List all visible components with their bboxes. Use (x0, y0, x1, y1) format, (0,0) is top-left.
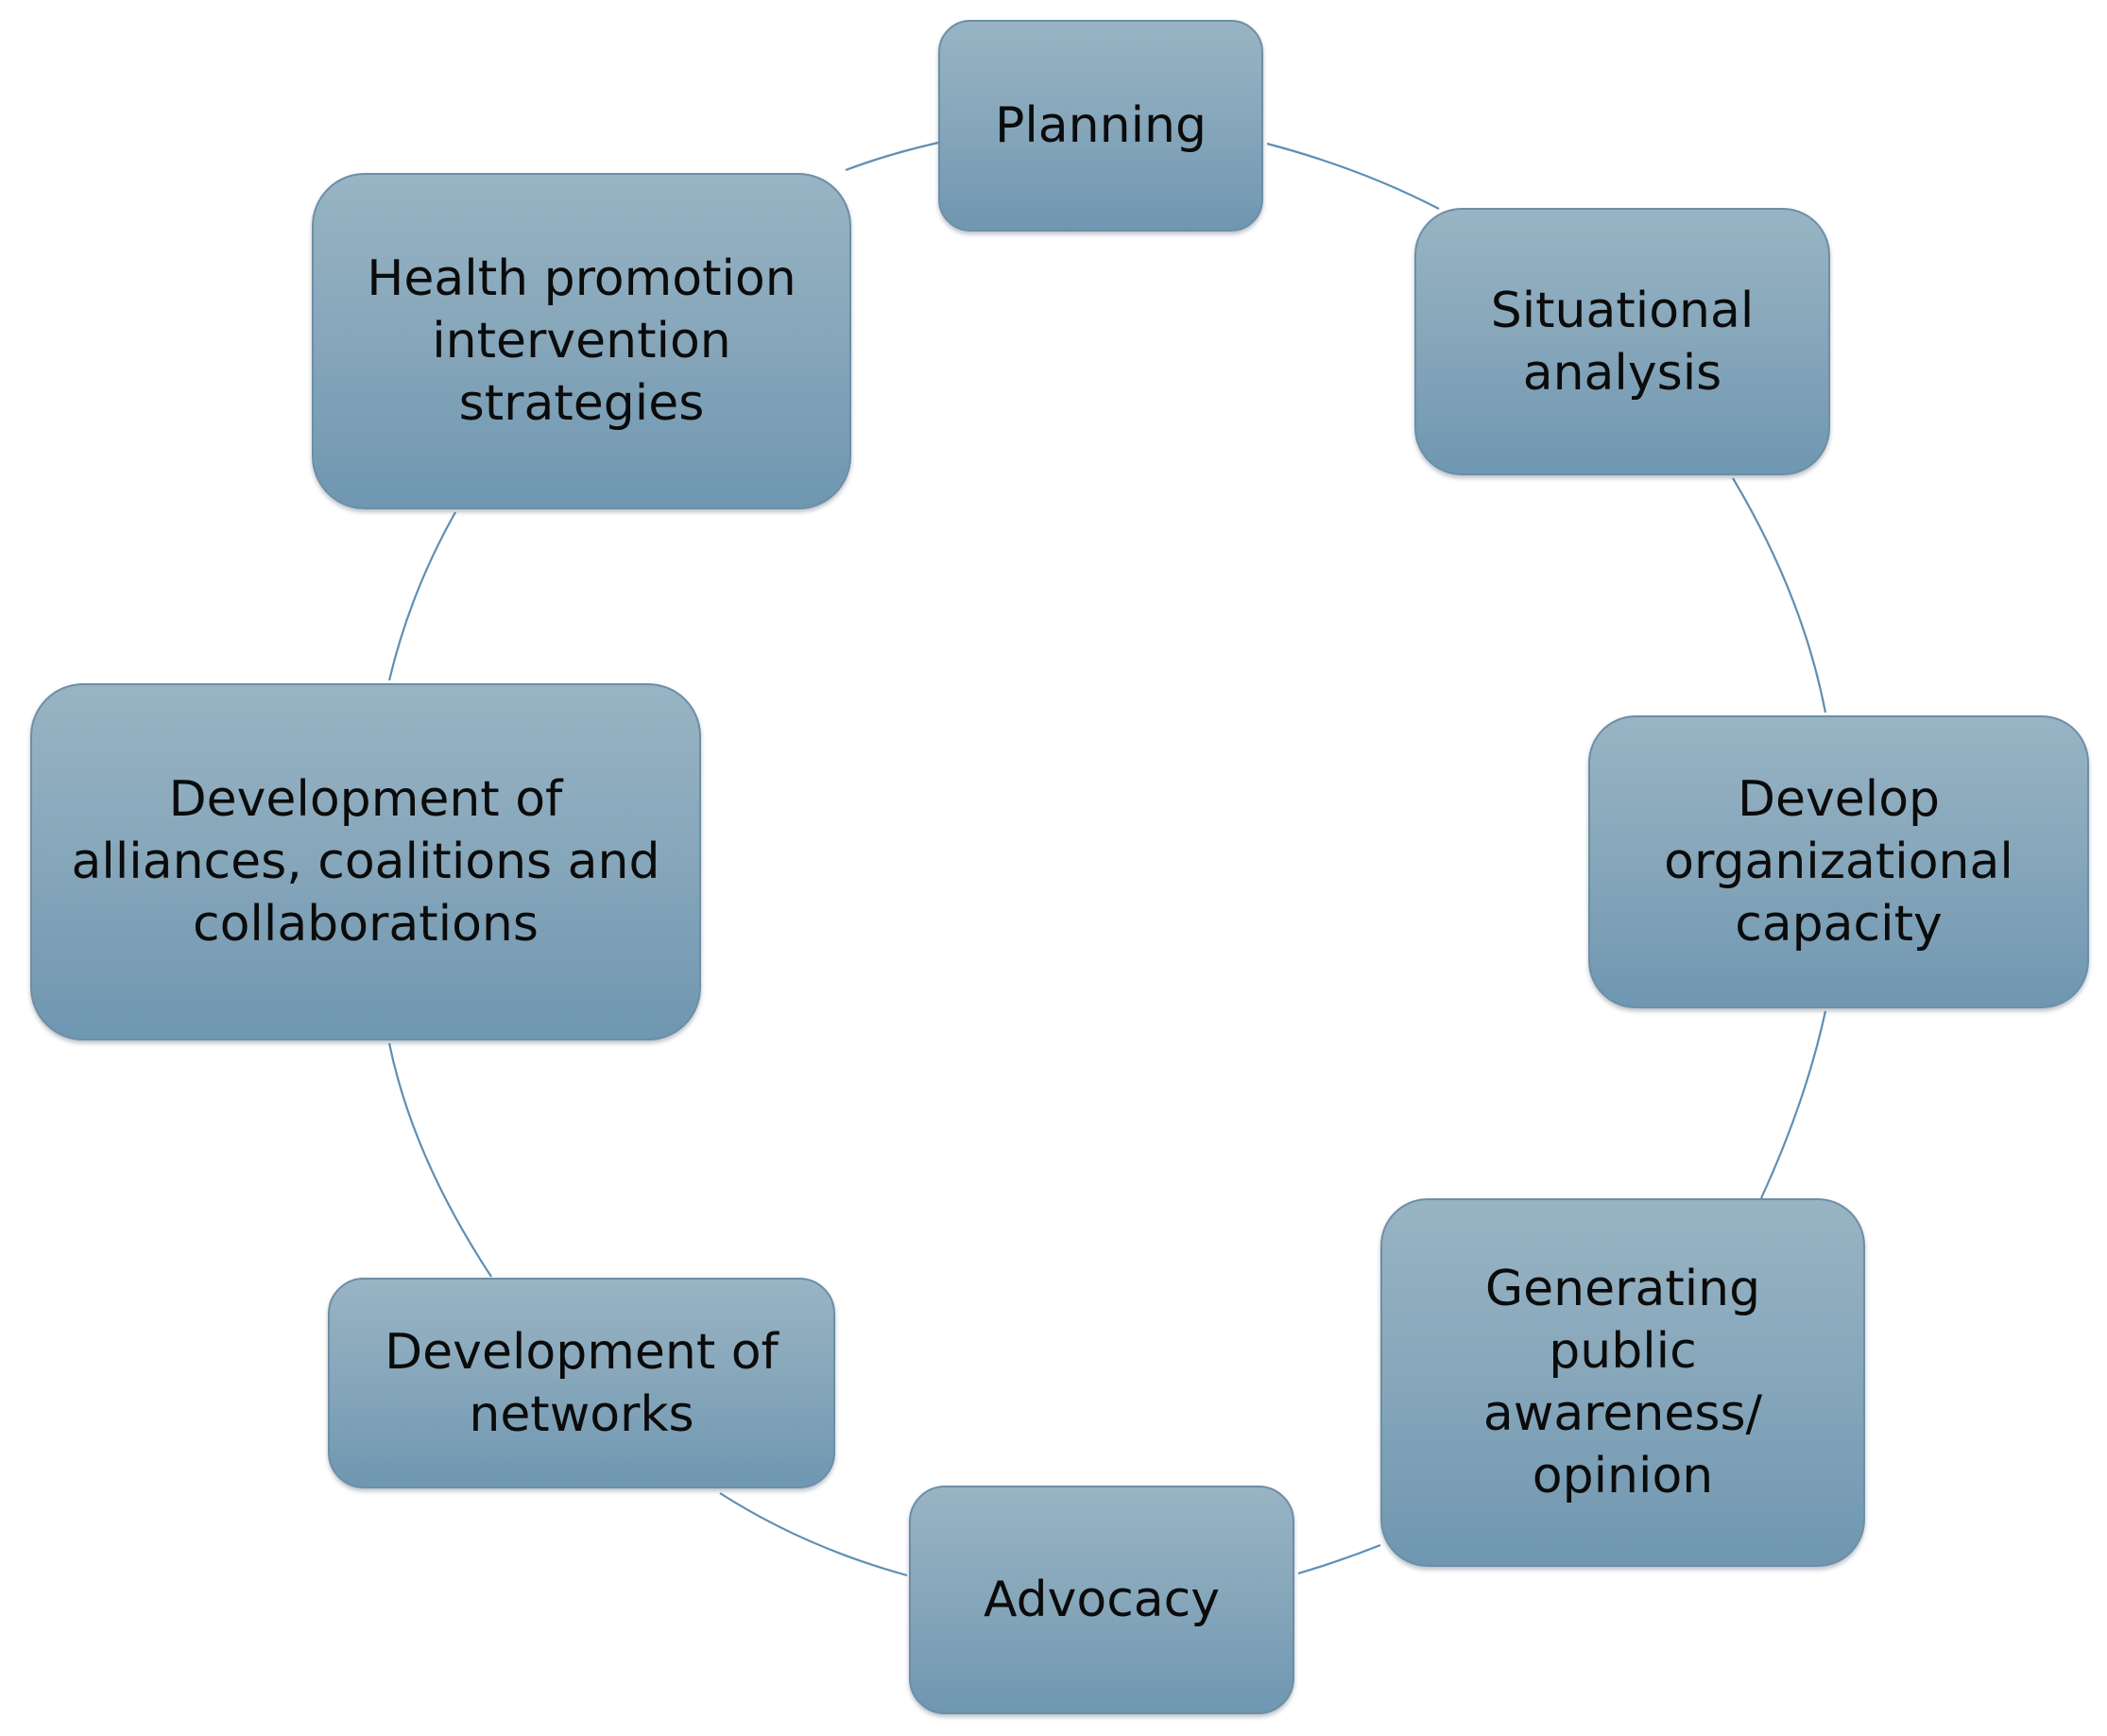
connector-planning-situational (1266, 142, 1440, 210)
connector-awareness-advocacy (1297, 1543, 1381, 1575)
connector-capacity-awareness (1760, 1010, 1827, 1199)
node-label-generating-public-awareness: Generating public awareness/ opinion (1482, 1261, 1763, 1504)
node-generating-public-awareness: Generating public awareness/ opinion (1380, 1198, 1865, 1567)
connector-health-planning (845, 141, 939, 172)
connector-networks-alliances (387, 1042, 492, 1278)
node-situational-analysis: Situational analysis (1414, 208, 1830, 475)
node-label-advocacy: Advocacy (983, 1572, 1221, 1628)
node-label-development-of-alliances: Development of alliances, coalitions and… (71, 771, 660, 953)
node-label-planning: Planning (995, 97, 1207, 154)
connector-situational-capacity (1732, 477, 1827, 713)
node-health-promotion-strategies: Health promotion intervention strategies (312, 173, 851, 509)
node-label-develop-organizational-capacity: Develop organizational capacity (1664, 771, 2013, 953)
connector-advocacy-networks (719, 1492, 908, 1577)
node-label-health-promotion-strategies: Health promotion intervention strategies (367, 250, 797, 432)
node-label-situational-analysis: Situational analysis (1490, 282, 1755, 402)
node-develop-organizational-capacity: Develop organizational capacity (1588, 715, 2089, 1008)
node-label-development-of-networks: Development of networks (385, 1323, 779, 1443)
node-development-of-networks: Development of networks (328, 1278, 835, 1488)
connector-alliances-health (387, 511, 456, 681)
node-development-of-alliances: Development of alliances, coalitions and… (30, 683, 701, 1040)
node-planning: Planning (938, 20, 1263, 232)
node-advocacy: Advocacy (909, 1486, 1294, 1714)
